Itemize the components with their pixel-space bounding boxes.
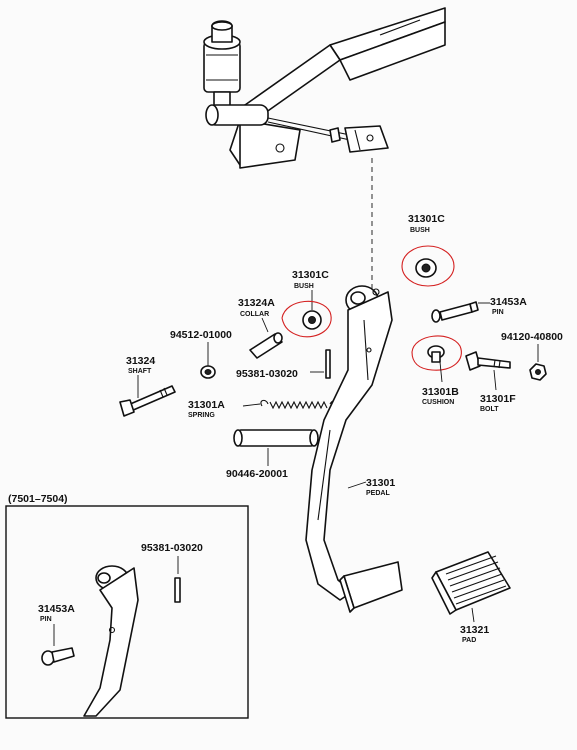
cushion-number: 31301B (422, 386, 459, 398)
cushion-part (411, 335, 462, 371)
bush-c-left-part (281, 300, 332, 338)
inset-pin2-part (174, 577, 181, 603)
collar-number: 31324A (238, 297, 275, 309)
cushion-name: CUSHION (422, 399, 454, 406)
highlight-circle (411, 335, 462, 371)
inset-pin-part (41, 647, 75, 666)
sleeve-number: 90446-20001 (226, 468, 288, 480)
pin-a-name: PIN (492, 309, 504, 316)
inset-pin-name: PIN (40, 616, 52, 623)
shaft-name: SHAFT (128, 368, 152, 375)
inset-pin-number: 31453A (38, 603, 75, 615)
pin-a-number: 31453A (490, 296, 527, 308)
shaft-number: 31324 (126, 355, 155, 367)
bush-c-left-number: 31301C (292, 269, 329, 281)
washer-number: 94512-01000 (170, 329, 232, 341)
inset-panel: (7501–7504) 95381-03020 31453A PIN (5, 493, 249, 719)
washer-part (200, 365, 216, 379)
pin-small-number: 95381-03020 (236, 368, 298, 380)
bush-c-left-name: BUSH (294, 283, 314, 290)
pin-small-part (325, 349, 331, 379)
pedal-name: PEDAL (366, 490, 390, 497)
pedal-part (305, 285, 403, 613)
bolt-number: 31301F (480, 393, 516, 405)
inset-pin2-number: 95381-03020 (141, 542, 203, 554)
spring-name: SPRING (188, 412, 215, 419)
bolt-part (465, 351, 511, 371)
highlight-circle (281, 300, 332, 338)
nut-part (529, 363, 547, 381)
collar-name: COLLAR (240, 311, 269, 318)
master-cylinder-assembly (203, 7, 446, 169)
inset-pedal-part (83, 565, 139, 717)
spring-number: 31301A (188, 399, 225, 411)
sleeve-part (233, 429, 319, 447)
pad-part (431, 551, 511, 615)
pin-a-part (431, 301, 479, 323)
bush-c-right-part (401, 245, 455, 287)
shaft-part (119, 385, 176, 417)
spring-part (260, 399, 339, 410)
highlight-circle (401, 245, 455, 287)
bush-c-right-number: 31301C (408, 213, 445, 225)
bush-c-right-name: BUSH (410, 227, 430, 234)
pad-number: 31321 (460, 624, 489, 636)
inset-range: (7501–7504) (8, 493, 68, 505)
collar-part (249, 332, 283, 359)
nut-number: 94120-40800 (501, 331, 563, 343)
pedal-number: 31301 (366, 477, 395, 489)
bolt-name: BOLT (480, 406, 499, 413)
pad-name: PAD (462, 637, 476, 644)
